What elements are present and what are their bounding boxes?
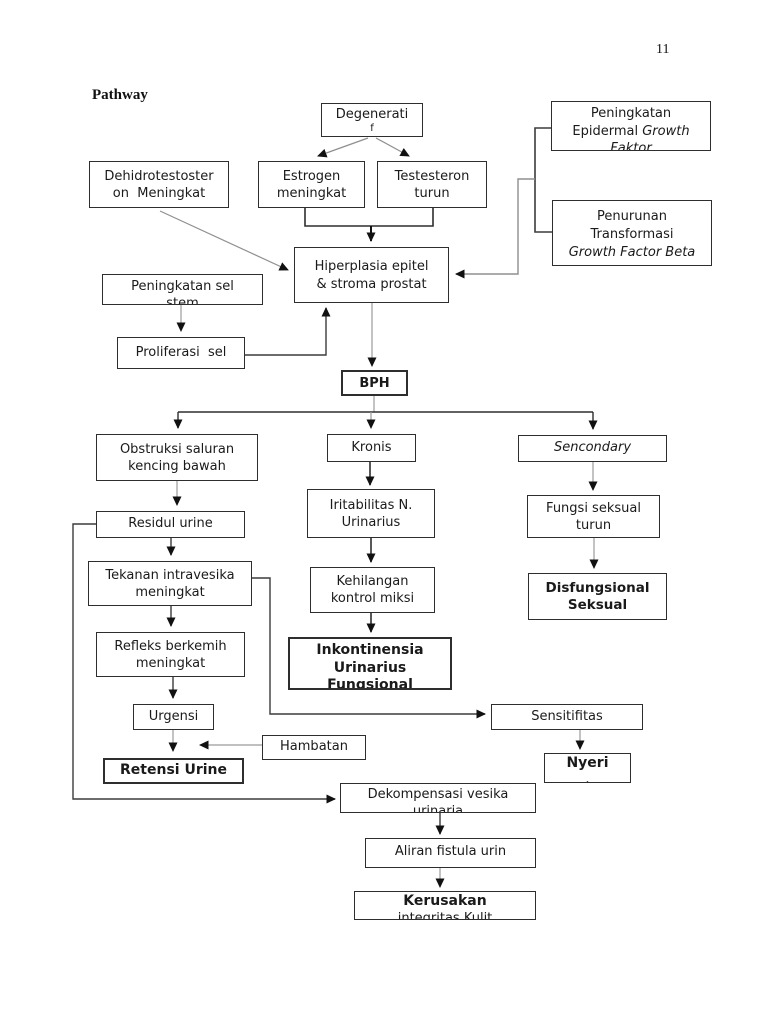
node-peningkatan-epidermal-growth-faktor: Peningkatan Epidermal Growth Faktor xyxy=(551,101,711,151)
node-obstruksi-saluran-kencing-bawah: Obstruksi saluran kencing bawah xyxy=(96,434,258,481)
node-hambatan: Hambatan xyxy=(262,735,366,760)
node-label: meningkat xyxy=(276,186,347,201)
node-label: Obstruksi saluran xyxy=(119,442,235,457)
node-refleks-berkemih-meningkat: Refleks berkemih meningkat xyxy=(96,632,245,677)
node-label: & stroma prostat xyxy=(316,277,427,292)
node-label: Penurunan xyxy=(597,209,667,224)
arrow-bracket-hiperplasia xyxy=(455,178,535,279)
node-fungsi-seksual-turun: Fungsi seksual turun xyxy=(527,495,660,538)
node-retensi-urine: Retensi Urine xyxy=(103,758,244,784)
node-sencondary: Sencondary xyxy=(518,435,667,462)
node-label: BPH xyxy=(359,376,390,391)
node-label: Hambatan xyxy=(280,739,348,754)
node-label-clipped: urinaria xyxy=(412,804,464,813)
node-peningkatan-sel-stem: Peningkatan sel stem xyxy=(102,274,263,305)
node-label: Retensi Urine xyxy=(120,762,227,778)
node-label-clipped: stem xyxy=(166,296,199,305)
node-label: Seksual xyxy=(567,597,628,613)
node-label: Dekompensasi vesika xyxy=(367,787,509,802)
node-label: Inkontinensia xyxy=(316,642,424,658)
node-nyeri: Nyeri . xyxy=(544,753,631,783)
node-iritabilitas-n-urinarius: Iritabilitas N. Urinarius xyxy=(307,489,435,538)
node-label: on Meningkat xyxy=(112,186,206,201)
node-label: Kehilangan xyxy=(336,574,409,589)
node-label: Proliferasi sel xyxy=(135,345,227,360)
node-kronis: Kronis xyxy=(327,434,416,462)
node-label: Nyeri xyxy=(566,755,609,771)
node-sensitifitas: Sensitifitas xyxy=(491,704,643,730)
node-label: Dehidrotestoster xyxy=(104,169,214,184)
node-label-clipped: . xyxy=(585,771,590,783)
node-label: Testesteron xyxy=(394,169,470,184)
node-label: Sensitifitas xyxy=(531,709,603,724)
node-disfungsional-seksual: Disfungsional Seksual xyxy=(528,573,667,620)
node-testesteron-turun: Testesteron turun xyxy=(377,161,487,208)
node-dekompensasi-vesika-urinaria: Dekompensasi vesika urinaria xyxy=(340,783,536,813)
node-degeneratif: Degenerati f xyxy=(321,103,423,137)
node-label: turun xyxy=(575,518,612,533)
node-label: Fungsi seksual xyxy=(546,501,641,516)
node-aliran-fistula-urin: Aliran fistula urin xyxy=(365,838,536,868)
node-label: Epidermal xyxy=(572,123,643,139)
node-label: Hiperplasia epitel xyxy=(314,259,429,274)
node-label: Tekanan intravesika xyxy=(105,568,235,583)
node-label: Growth Factor Beta xyxy=(568,245,696,260)
node-label: Urinarius xyxy=(333,659,407,676)
join-estrogen-testesteron xyxy=(304,208,434,227)
node-label: f xyxy=(370,123,374,134)
node-tekanan-intravesika-meningkat: Tekanan intravesika meningkat xyxy=(88,561,252,606)
node-label: Aliran fistula urin xyxy=(394,844,507,859)
node-label: Transformasi xyxy=(590,227,674,242)
node-label: Residul urine xyxy=(128,516,213,531)
node-label: Kerusakan xyxy=(403,893,487,909)
node-label: kontrol miksi xyxy=(330,591,415,606)
node-bph: BPH xyxy=(341,370,408,396)
page-number: 11 xyxy=(656,42,670,57)
node-label: meningkat xyxy=(135,656,206,671)
node-label: meningkat xyxy=(135,585,205,600)
node-label-clipped: Fungsional xyxy=(327,677,413,690)
node-label: Degenerati xyxy=(335,107,409,122)
node-label: Estrogen xyxy=(282,169,341,184)
arrow-degeneratif-testesteron xyxy=(375,137,410,157)
node-label: Iritabilitas N. xyxy=(329,498,413,513)
node-label-clipped: integritas Kulit xyxy=(397,911,493,920)
node-urgensi: Urgensi xyxy=(133,704,214,730)
node-label: kencing bawah xyxy=(128,459,226,474)
node-hiperplasia-epitel-stroma-prostat: Hiperplasia epitel & stroma prostat xyxy=(294,247,449,303)
bracket-growth-factors xyxy=(534,127,552,233)
node-label: Peningkatan xyxy=(590,106,672,121)
page-title: Pathway xyxy=(92,87,148,103)
node-label-clipped: Faktor xyxy=(610,141,652,151)
node-kerusakan-integritas-kulit: Kerusakan integritas Kulit xyxy=(354,891,536,920)
node-proliferasi-sel: Proliferasi sel xyxy=(117,337,245,369)
arrow-degeneratif-estrogen xyxy=(317,137,369,158)
node-label: turun xyxy=(414,186,450,201)
node-label: Kronis xyxy=(351,440,392,455)
node-label: Urgensi xyxy=(148,709,199,724)
node-label: Refleks berkemih xyxy=(114,639,227,654)
node-label: Growth xyxy=(642,123,690,139)
node-residul-urine: Residul urine xyxy=(96,511,245,538)
arrow-dehidro-hiperplasia xyxy=(159,210,289,271)
node-kehilangan-kontrol-miksi: Kehilangan kontrol miksi xyxy=(310,567,435,613)
node-penurunan-transformasi-growth-factor-beta: Penurunan Transformasi Growth Factor Bet… xyxy=(552,200,712,266)
arrow-residul-dekompensasi xyxy=(72,523,336,804)
arrow-proliferasi-hiperplasia xyxy=(245,307,331,356)
arrow-tekanan-sensitifitas xyxy=(252,577,486,719)
node-dehidrotestosteron-meningkat: Dehidrotestoster on Meningkat xyxy=(89,161,229,208)
node-label: Peningkatan sel xyxy=(131,279,234,294)
node-label: Disfungsional xyxy=(545,580,650,596)
node-inkontinensia-urinarius-fungsional: Inkontinensia Urinarius Fungsional xyxy=(288,637,452,690)
node-estrogen-meningkat: Estrogen meningkat xyxy=(258,161,365,208)
node-label: Epidermal Growth xyxy=(554,123,708,141)
node-label: Urinarius xyxy=(341,515,401,530)
node-label: Sencondary xyxy=(553,440,632,455)
